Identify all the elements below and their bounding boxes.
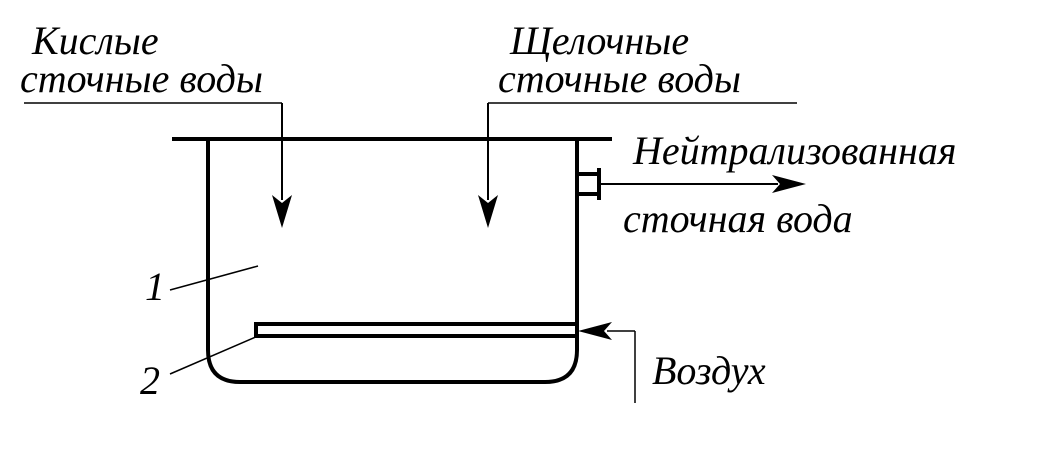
acid-arrow-head [272,195,292,228]
aeration-pipe [254,322,579,338]
air-label: Воздух [652,348,766,393]
item-number-1: 1 [145,264,165,309]
acid-label-line2: сточные воды [20,56,263,101]
tank-body [206,139,579,384]
outlet-arrow-head [772,175,806,193]
leader-line-1 [169,265,259,291]
neutralized-label-line2: сточная вода [623,196,853,241]
alkaline-arrow-head [478,195,498,228]
neutralized-label-line1: Нейтрализованная [632,128,956,173]
item-number-2: 2 [140,358,160,403]
alkaline-label-line2: сточные воды [498,56,741,101]
alkaline-label-line1: Щелочные [509,18,689,63]
air-arrow-head [578,322,612,340]
acid-label-line1: Кислые [31,18,159,63]
leader-line-2 [169,335,259,375]
